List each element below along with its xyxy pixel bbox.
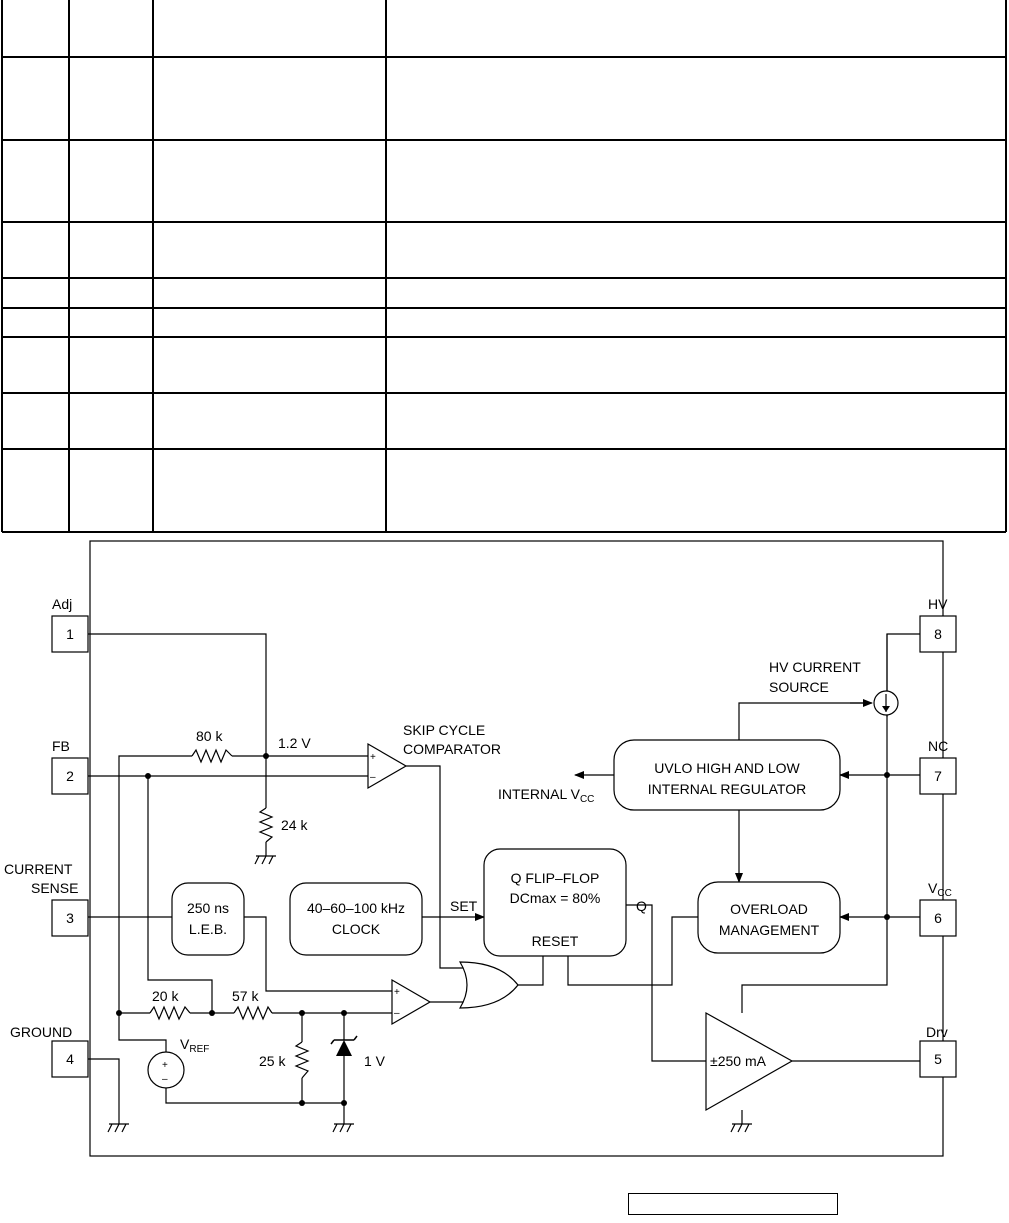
skip-cycle-comparator (367, 742, 408, 790)
vref-label: VREF (180, 1036, 209, 1055)
overload-label: MANAGEMENT (719, 922, 820, 938)
leb-label: 250 ns (187, 900, 229, 916)
skip-comparator-label: SKIP CYCLE (403, 722, 485, 738)
pin-1-name: Adj (52, 596, 72, 612)
set-label: SET (450, 898, 478, 914)
pin-1-number: 1 (66, 626, 74, 642)
pin-2-name: FB (52, 738, 70, 754)
pin-7-name: NC (928, 738, 948, 754)
minus-sign: – (394, 1008, 400, 1019)
zener-diode-icon (330, 1035, 358, 1056)
reset-label: RESET (532, 933, 579, 949)
internal-vcc-label: INTERNAL VCC (498, 786, 594, 805)
hv-source-label: HV CURRENT (769, 659, 861, 675)
pin-4-name: GROUND (10, 1024, 72, 1040)
clock-label: CLOCK (332, 921, 381, 937)
pin-4-number: 4 (66, 1051, 74, 1067)
resistors (149, 748, 310, 1079)
pin-boxes (51, 615, 957, 1078)
leb-block (171, 882, 245, 956)
table-grid (1, 0, 1007, 533)
hv-source-label: SOURCE (769, 679, 829, 695)
r24k-label: 24 k (281, 817, 308, 833)
pin-6-name: VCC (928, 880, 952, 899)
skip-comparator-label: COMPARATOR (403, 741, 501, 757)
hv-current-source-icon (873, 690, 899, 716)
clock-block (289, 882, 423, 956)
minus-sign: – (162, 1074, 168, 1085)
plus-sign: + (162, 1060, 168, 1071)
wires (88, 633, 920, 1124)
r20k-label: 20 k (152, 988, 179, 1004)
leb-label: L.E.B. (189, 921, 227, 937)
resistor-80k (191, 748, 233, 764)
overload-label: OVERLOAD (730, 901, 808, 917)
v1-2-label: 1.2 V (278, 735, 311, 751)
minus-sign: – (370, 772, 376, 783)
resistor-24k (258, 807, 274, 843)
caption-box (628, 1193, 838, 1215)
plus-sign: + (370, 752, 376, 763)
r57k-label: 57 k (232, 988, 259, 1004)
flipflop-block (483, 848, 627, 957)
junction-dots (116, 753, 890, 1106)
uvlo-label: UVLO HIGH AND LOW (654, 760, 800, 776)
or-gate (458, 961, 519, 1009)
flipflop-label: DCmax = 80% (510, 890, 601, 906)
driver-label: ±250 mA (710, 1053, 767, 1069)
resistor-25k (294, 1041, 310, 1079)
r80k-label: 80 k (196, 728, 223, 744)
uvlo-label: INTERNAL REGULATOR (648, 781, 806, 797)
pin-2-number: 2 (66, 768, 74, 784)
uvlo-block (613, 739, 841, 811)
resistor-57k (233, 1005, 273, 1021)
ground-icon (107, 855, 752, 1133)
overload-block (697, 881, 841, 954)
r25k-label: 25 k (259, 1053, 286, 1069)
vref-source-icon (147, 1051, 185, 1089)
v1-label: 1 V (364, 1053, 386, 1069)
pin-7-number: 7 (934, 768, 942, 784)
pin-8-number: 8 (934, 626, 942, 642)
clock-label: 40–60–100 kHz (307, 900, 405, 916)
ic-outline (89, 540, 944, 1157)
plus-sign: + (394, 987, 400, 998)
pin-8-name: HV (928, 596, 948, 612)
driver-amplifier (705, 1011, 794, 1112)
pin-6-number: 6 (934, 910, 942, 926)
pin-description-table (0, 0, 1009, 535)
q-label: Q (636, 898, 647, 914)
pin-5-name: Drv (926, 1024, 948, 1040)
resistor-20k (149, 1005, 191, 1021)
pwm-comparator (391, 978, 432, 1026)
flipflop-label: Q FLIP–FLOP (511, 870, 600, 886)
pin-5-number: 5 (934, 1051, 942, 1067)
pin-3-number: 3 (66, 910, 74, 926)
